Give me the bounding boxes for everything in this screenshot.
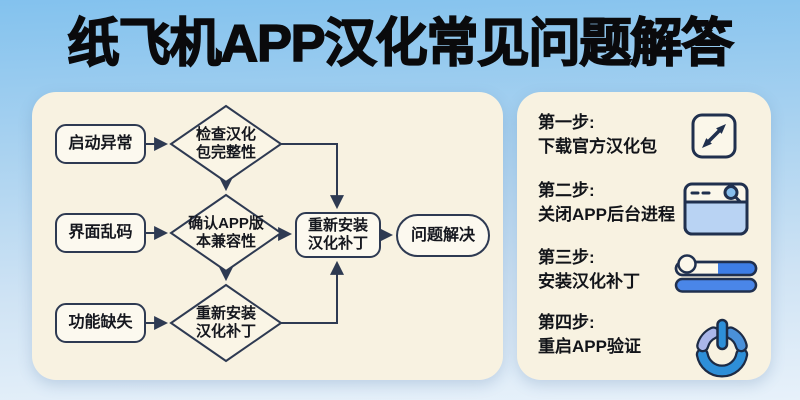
- flow-node-problem-3: 功能缺失: [68, 314, 133, 332]
- step-3: 第三步: 安装汉化补丁: [538, 248, 640, 292]
- step-2: 第二步: 关闭APP后台进程: [538, 181, 675, 225]
- expand-icon: [690, 112, 738, 165]
- node-diamond-check-3: [169, 283, 283, 363]
- browser-search-icon: [683, 182, 749, 241]
- step-1: 第一步: 下载官方汉化包: [538, 113, 657, 157]
- node-box-problem-1: [55, 124, 146, 164]
- flow-node-action: 重新安装 汉化补丁: [307, 216, 368, 252]
- node-box-action: [295, 212, 381, 258]
- flow-node-check-2: 确认APP版 本兼容性: [188, 214, 264, 250]
- flow-node-result: 问题解决: [410, 226, 475, 244]
- step-2-label: 第二步:: [538, 181, 595, 200]
- flowchart-connectors: [55, 104, 490, 363]
- flow-node-problem-1: 启动异常: [68, 135, 133, 153]
- node-diamond-check-2: [169, 193, 283, 273]
- power-icon: [689, 311, 755, 384]
- step-4: 第四步: 重启APP验证: [538, 313, 641, 357]
- step-4-desc: 重启APP验证: [538, 337, 641, 356]
- node-box-problem-3: [55, 303, 146, 343]
- step-3-label: 第三步:: [538, 248, 595, 267]
- slider-icon: [673, 254, 759, 299]
- step-3-desc: 安装汉化补丁: [538, 272, 640, 291]
- step-1-label: 第一步:: [538, 113, 595, 132]
- node-stadium-result: [396, 214, 490, 257]
- steps-panel: 第一步: 下载官方汉化包 第二步: 关闭APP后台进程 第三步: 安装汉化补丁: [517, 92, 771, 380]
- node-diamond-check-1: [169, 104, 283, 184]
- node-box-problem-2: [55, 213, 146, 253]
- step-2-desc: 关闭APP后台进程: [538, 205, 675, 224]
- flow-node-check-1: 检查汉化 包完整性: [195, 125, 256, 161]
- flow-node-problem-2: 界面乱码: [68, 224, 133, 242]
- flowchart-panel: 启动异常 界面乱码 功能缺失 检查汉化 包完整性 确认APP版 本兼容性 重新安…: [32, 92, 503, 380]
- step-4-label: 第四步:: [538, 313, 595, 332]
- page-title: 纸飞机APP汉化常见问题解答: [67, 14, 735, 74]
- step-1-desc: 下载官方汉化包: [538, 137, 657, 156]
- flow-node-check-3: 重新安装 汉化补丁: [195, 304, 256, 340]
